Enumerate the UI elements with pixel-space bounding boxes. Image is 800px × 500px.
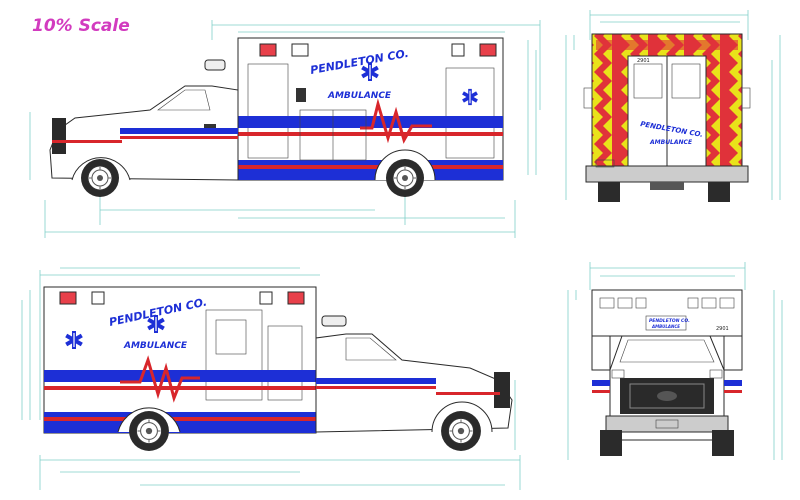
red-stripe bbox=[592, 390, 610, 393]
dimension-lines-front-view bbox=[567, 262, 783, 460]
front-grille bbox=[494, 372, 510, 408]
red-stripe bbox=[238, 132, 503, 136]
side-door-window bbox=[215, 319, 247, 355]
rear-brand-subtitle: AMBULANCE bbox=[649, 139, 693, 146]
front-wheel bbox=[440, 410, 482, 452]
warning-light bbox=[259, 43, 277, 57]
brand-emblem bbox=[657, 391, 677, 401]
rear-wheel bbox=[385, 158, 425, 198]
blue-stripe bbox=[238, 116, 503, 128]
blue-lower-panel bbox=[44, 412, 316, 433]
compartment-door bbox=[247, 63, 289, 159]
box-front-face bbox=[591, 289, 743, 337]
rear-wheel bbox=[128, 410, 170, 452]
dimension-lines-left-view bbox=[29, 20, 541, 238]
marker-light bbox=[291, 43, 309, 57]
heartbeat-graphic bbox=[360, 98, 432, 144]
cab-window bbox=[345, 337, 397, 361]
marker-light bbox=[451, 43, 465, 57]
front-light-bar bbox=[599, 297, 735, 309]
license-plate bbox=[655, 419, 679, 429]
cab-window bbox=[157, 89, 211, 111]
red-stripe bbox=[44, 417, 316, 421]
brand-subtitle: AMBULANCE bbox=[327, 91, 392, 101]
left-side-view: PENDLETON CO. AMBULANCE bbox=[29, 20, 541, 238]
red-stripe bbox=[238, 165, 503, 169]
rear-wheel-left bbox=[598, 182, 620, 202]
patient-compartment-box bbox=[237, 37, 504, 181]
front-grille bbox=[52, 118, 66, 154]
rear-view: 2901 PENDLETON CO. AMBULANCE bbox=[565, 10, 781, 202]
warning-light bbox=[59, 291, 77, 305]
door-handle bbox=[204, 124, 216, 128]
windshield bbox=[619, 339, 715, 363]
mirror bbox=[583, 87, 593, 109]
right-side-view: PENDLETON CO. AMBULANCE bbox=[21, 267, 521, 490]
unit-number: 2901 bbox=[637, 58, 650, 64]
marker-light bbox=[91, 291, 105, 305]
front-bumper bbox=[605, 415, 729, 433]
blue-lower-panel bbox=[238, 160, 503, 180]
brand-subtitle: AMBULANCE bbox=[123, 341, 188, 351]
front-wheel-left bbox=[600, 430, 622, 456]
front-unit-number: 2901 bbox=[716, 326, 729, 332]
rear-window-right bbox=[671, 63, 701, 99]
cab-blue-stripe bbox=[120, 128, 238, 134]
headlight bbox=[709, 369, 723, 379]
front-brand-name: PENDLETON CO. bbox=[649, 318, 690, 324]
cab-red-stripe bbox=[52, 140, 122, 143]
front-wheel-right bbox=[712, 430, 734, 456]
roof-vent bbox=[321, 315, 347, 327]
compartment-door bbox=[445, 67, 495, 159]
rear-bumper bbox=[585, 165, 749, 183]
red-stripe bbox=[44, 386, 316, 390]
heartbeat-graphic bbox=[120, 355, 200, 403]
blue-stripe bbox=[44, 370, 316, 382]
cab-red-stripe bbox=[120, 136, 238, 139]
mirror bbox=[741, 87, 751, 109]
rear-window-left bbox=[633, 63, 663, 99]
red-stripe bbox=[724, 390, 742, 393]
blue-stripe bbox=[592, 380, 610, 386]
door-handle bbox=[296, 88, 306, 102]
dimension-lines-right-view bbox=[21, 267, 521, 490]
dimension-lines-rear-view bbox=[565, 10, 781, 200]
blue-stripe bbox=[724, 380, 742, 386]
front-wheel bbox=[80, 158, 120, 198]
rear-wheel-right bbox=[708, 182, 730, 202]
front-brand-subtitle: AMBULANCE bbox=[651, 324, 680, 329]
step bbox=[650, 182, 684, 190]
marker-light bbox=[259, 291, 273, 305]
cab-red-stripe bbox=[436, 392, 500, 395]
warning-light bbox=[287, 291, 305, 305]
cab-red-stripe bbox=[316, 386, 436, 389]
compartment-door bbox=[267, 325, 303, 401]
warning-light bbox=[479, 43, 497, 57]
headlight bbox=[611, 369, 625, 379]
side-entry-door bbox=[205, 309, 263, 401]
box-side-right bbox=[723, 335, 743, 371]
box-side-left bbox=[591, 335, 611, 371]
front-view: PENDLETON CO. AMBULANCE 2901 bbox=[567, 262, 783, 460]
scale-label: 10% Scale bbox=[32, 16, 130, 36]
front-brand-panel bbox=[645, 315, 687, 331]
cab-blue-stripe bbox=[316, 378, 436, 384]
roof-vent bbox=[204, 59, 226, 71]
